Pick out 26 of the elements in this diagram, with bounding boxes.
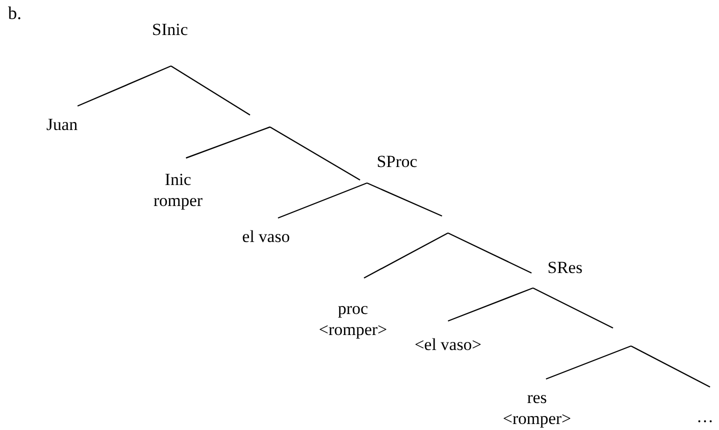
tree-node-label: SInic (152, 20, 188, 40)
example-letter: b. (8, 3, 22, 23)
lexical-item: <romper> (318, 319, 388, 340)
tree-node-label: <el vaso> (414, 335, 482, 355)
tree-node-label: SRes (548, 258, 582, 278)
lexical-item: <romper> (502, 408, 572, 429)
tree-node-label: … (696, 407, 714, 427)
tree-branch (630, 345, 710, 388)
tree-node-label: el vaso (242, 227, 290, 247)
tree-branch (186, 126, 270, 159)
tree-branch (448, 232, 532, 274)
tree-branch (448, 287, 534, 322)
tree-branch (270, 126, 360, 181)
tree-node-label: proc (336, 298, 370, 319)
tree-node-label: res (526, 387, 548, 408)
tree-branch (366, 182, 442, 217)
tree-node-label: Inic (164, 169, 192, 190)
tree-branch (170, 65, 250, 116)
tree-branch (532, 287, 614, 329)
tree-branch (546, 345, 632, 380)
lexical-item: romper (153, 190, 203, 211)
tree-branch (278, 182, 368, 219)
tree-branch (77, 65, 172, 107)
tree-node-label: Juan (46, 115, 78, 135)
tree-node-label: SProc (376, 152, 418, 172)
tree-branch (364, 232, 448, 279)
